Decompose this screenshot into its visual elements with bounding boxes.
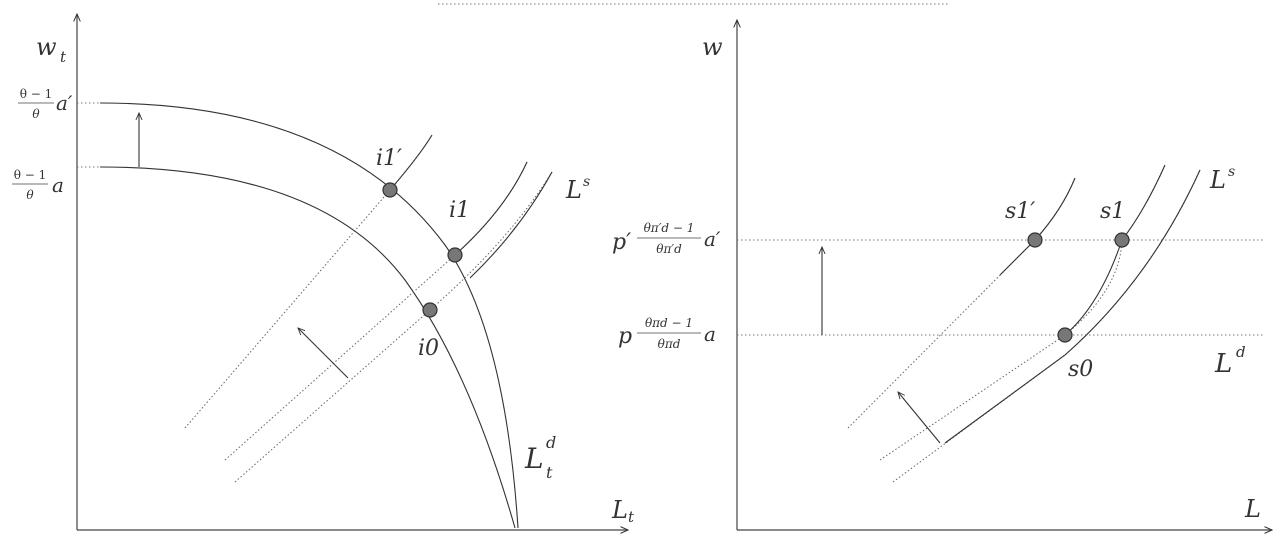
left-demand-sub: t xyxy=(546,463,553,482)
left-tick-low-num: θ − 1 xyxy=(14,168,47,182)
left-supply-sup: s xyxy=(583,174,590,190)
right-tick-high-num: θπ′d − 1 xyxy=(644,221,695,235)
right-supply-curve-3 xyxy=(892,169,1201,483)
left-demand-curve-low xyxy=(99,166,516,529)
right-x-axis-label: L xyxy=(1244,495,1261,523)
right-tick-low-var: a xyxy=(704,322,716,346)
left-y-axis-label: w xyxy=(36,33,57,61)
left-supply-curve-3 xyxy=(234,171,553,483)
left-x-axis-label: L xyxy=(611,496,628,524)
right-y-axis-label: w xyxy=(702,33,723,61)
point-s0 xyxy=(1057,327,1073,343)
point-i1 xyxy=(447,247,463,263)
point-s1 xyxy=(1114,232,1130,248)
right-panel: w L p′ θπ′d − 1 θπ′d a′ p θπd − 1 θπd a … xyxy=(612,20,1272,530)
left-demand-sup: d xyxy=(546,433,556,452)
right-supply-curve-1 xyxy=(847,177,1076,429)
right-tick-low-den: θπd xyxy=(658,337,681,351)
right-supply-label: L xyxy=(1209,166,1226,194)
right-tick-high-den: θπ′d xyxy=(656,242,682,256)
left-supply-shift-arrow xyxy=(298,328,349,379)
label-s1-prime: s1′ xyxy=(1005,199,1035,224)
right-demand-label: L xyxy=(1214,349,1232,379)
right-tick-low-p: p xyxy=(618,324,632,349)
label-i1-prime: i1′ xyxy=(376,146,402,171)
left-x-axis-sub: t xyxy=(628,508,635,526)
label-i0: i0 xyxy=(418,336,439,361)
point-i1-prime xyxy=(382,182,398,198)
left-supply-curve-1 xyxy=(184,134,433,429)
left-panel: w t L t θ − 1 θ a′ θ − 1 θ a xyxy=(12,14,635,530)
left-supply-label: L xyxy=(565,176,582,204)
point-s1-prime xyxy=(1027,232,1043,248)
label-i1: i1 xyxy=(449,198,470,223)
left-tick-high-num: θ − 1 xyxy=(20,87,53,101)
right-tick-low-num: θπd − 1 xyxy=(645,316,693,330)
right-supply-sup: s xyxy=(1228,164,1235,180)
right-tick-high-var: a′ xyxy=(704,227,721,251)
left-tick-low-var: a xyxy=(52,173,64,197)
left-tick-high-var: a′ xyxy=(56,91,73,115)
label-s0: s0 xyxy=(1068,357,1093,382)
left-demand-curve-high xyxy=(99,102,519,529)
right-tick-high-p: p′ xyxy=(612,230,631,255)
point-i0 xyxy=(422,302,438,318)
label-s1: s1 xyxy=(1100,199,1125,224)
left-y-axis-sub: t xyxy=(60,48,67,66)
right-supply-shift-arrow xyxy=(898,392,941,444)
left-tick-high-den: θ xyxy=(32,107,40,121)
right-demand-sup: d xyxy=(1236,343,1246,361)
left-demand-label: L xyxy=(524,442,544,475)
left-tick-low-den: θ xyxy=(26,188,34,202)
